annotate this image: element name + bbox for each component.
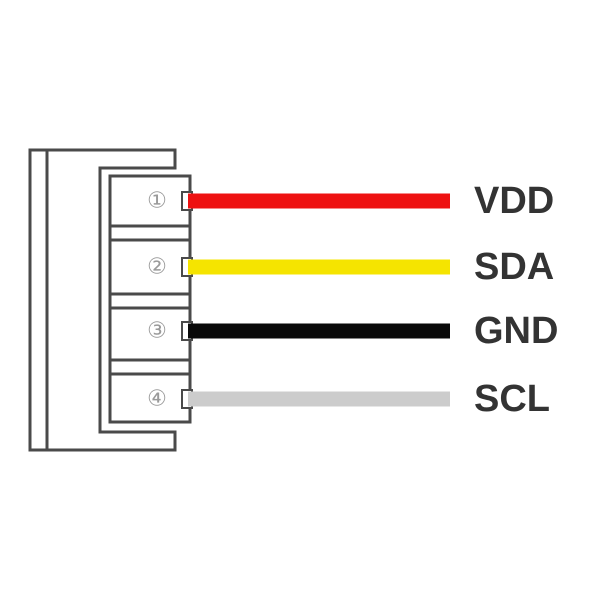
pin-number: ④ bbox=[147, 387, 167, 412]
pin-slot-dividers bbox=[110, 224, 192, 376]
signal-label-gnd: GND bbox=[474, 310, 558, 352]
signal-label-vdd: VDD bbox=[474, 180, 554, 222]
pin-number: ③ bbox=[147, 319, 167, 344]
pin-number: ① bbox=[147, 189, 167, 214]
housing-outer-outline bbox=[28, 148, 177, 452]
slot-divider-1 bbox=[110, 224, 192, 242]
pin-row: ④ SCL bbox=[147, 378, 550, 420]
pin-number: ② bbox=[147, 255, 167, 280]
signal-label-sda: SDA bbox=[474, 246, 554, 288]
pin-row: ③ GND bbox=[147, 310, 558, 352]
pin-row: ① VDD bbox=[147, 180, 554, 222]
pin-row: ② SDA bbox=[147, 246, 554, 288]
signal-label-scl: SCL bbox=[474, 378, 550, 420]
slot-divider-2 bbox=[110, 292, 192, 310]
slot-divider-3 bbox=[110, 358, 192, 376]
